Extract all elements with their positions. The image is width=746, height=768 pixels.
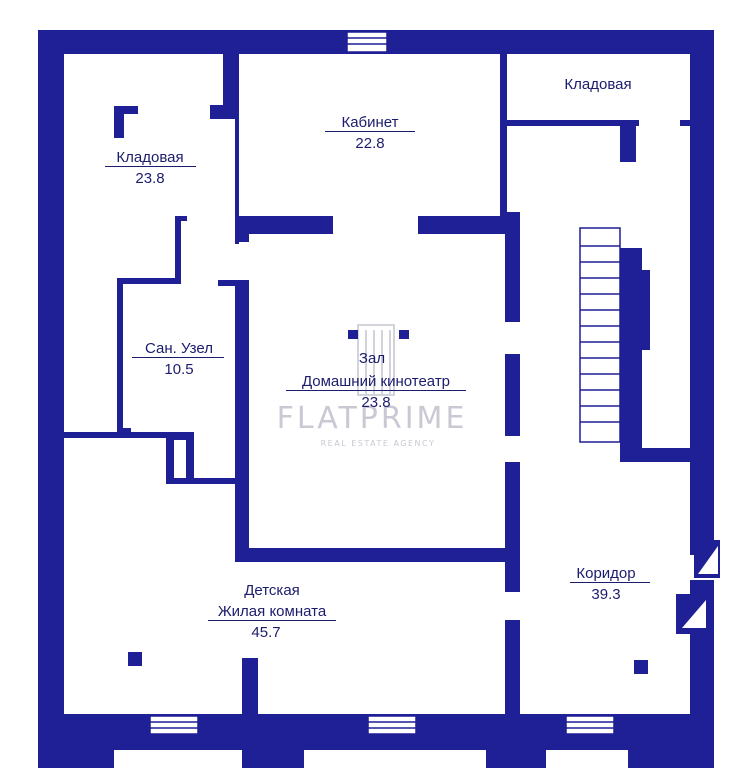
wall-office-left-thin: [235, 54, 239, 244]
column-hall: [348, 330, 358, 339]
stairs-icon: [579, 227, 621, 443]
label-underline: [132, 357, 224, 358]
room-name: Коридор: [576, 565, 635, 582]
label-underline: [570, 582, 650, 583]
room-area: 23.8: [361, 394, 390, 411]
wall-hall-right: [505, 354, 520, 436]
wall-hall-left: [235, 280, 249, 560]
outer-wall-right-upper: [690, 30, 714, 555]
wall-hall-bottom: [235, 548, 518, 562]
room-area: 22.8: [355, 135, 384, 152]
wall-storage-right-stub: [680, 120, 690, 126]
room-area: 10.5: [164, 361, 193, 378]
foundation-block: [38, 750, 114, 768]
wall-bathroom-bottom: [64, 432, 194, 438]
foundation-block: [242, 750, 304, 768]
wall-storage-right-bottom: [507, 120, 639, 126]
wall-hall-right: [505, 620, 520, 715]
label-underline: [208, 620, 336, 621]
wall-bathroom-shaft-base: [166, 478, 236, 484]
window-icon: [149, 715, 199, 735]
wall-nursery-partition: [242, 658, 258, 716]
wall-stair-core-inner: [622, 270, 650, 350]
room-label-storage-left: Кладовая 23.8: [105, 149, 196, 187]
shaft-opening: [174, 440, 186, 478]
watermark-brand: FLATPRIME: [277, 401, 468, 436]
wall-bathroom-upper-cap: [175, 216, 187, 221]
wall-hall-right: [505, 462, 520, 592]
room-name: Зал: [359, 350, 385, 367]
wall-office-right: [500, 54, 507, 234]
wall-stair-core-bottom: [620, 448, 690, 462]
foundation-block: [486, 750, 546, 768]
foundation-block: [628, 750, 714, 768]
window-icon: [367, 715, 417, 735]
label-underline: [286, 390, 466, 391]
entrance-door-icon: [676, 540, 720, 634]
label-underline: [325, 131, 415, 132]
column-bathroom: [123, 428, 131, 434]
wall-office-left-return: [210, 105, 237, 119]
room-label-bathroom: Сан. Узел 10.5: [132, 340, 224, 378]
room-label-office: Кабинет 22.8: [325, 114, 415, 152]
room-name-secondary: Домашний кинотеатр: [302, 373, 450, 390]
room-area: 23.8: [135, 170, 164, 187]
outer-wall-left: [38, 30, 64, 750]
wall-bathroom-upper: [175, 216, 181, 282]
room-area: 45.7: [251, 624, 280, 641]
watermark-tagline: REAL ESTATE AGENCY: [321, 439, 436, 448]
room-name-secondary: Жилая комната: [218, 603, 327, 620]
column-nursery: [128, 652, 142, 666]
room-label-storage-right: Кладовая: [564, 76, 631, 93]
window-icon: [346, 31, 388, 53]
room-name: Кабинет: [341, 114, 398, 131]
room-name: Детская: [244, 582, 300, 599]
building-logo-icon: [357, 324, 395, 396]
wall-office-bottom-left: [235, 216, 333, 234]
room-name: Кладовая: [116, 149, 183, 166]
column-storage: [114, 106, 138, 114]
room-label-corridor: Коридор 39.3: [570, 565, 650, 603]
room-label-nursery: Детская Жилая комната 45.7: [208, 582, 336, 641]
watermark: FLATPRIME REAL ESTATE AGENCY: [277, 324, 468, 448]
column-hall: [399, 330, 409, 339]
wall-office-left: [223, 54, 237, 119]
window-icon: [565, 715, 615, 735]
wall-office-bottom-right: [418, 216, 520, 234]
wall-bathroom-left: [117, 278, 123, 436]
column-storage: [114, 106, 124, 138]
wall-hall-left-cap: [218, 280, 249, 286]
room-label-hall: Зал Домашний кинотеатр 23.8: [286, 350, 466, 411]
column-corridor: [634, 660, 648, 674]
wall-hall-right: [505, 212, 520, 322]
room-name: Кладовая: [564, 76, 631, 93]
room-area: 39.3: [591, 586, 620, 603]
label-underline: [105, 166, 196, 167]
room-name: Сан. Узел: [145, 340, 213, 357]
wall-storage-right-pillar: [620, 120, 636, 162]
wall-bathroom-top: [117, 278, 181, 284]
